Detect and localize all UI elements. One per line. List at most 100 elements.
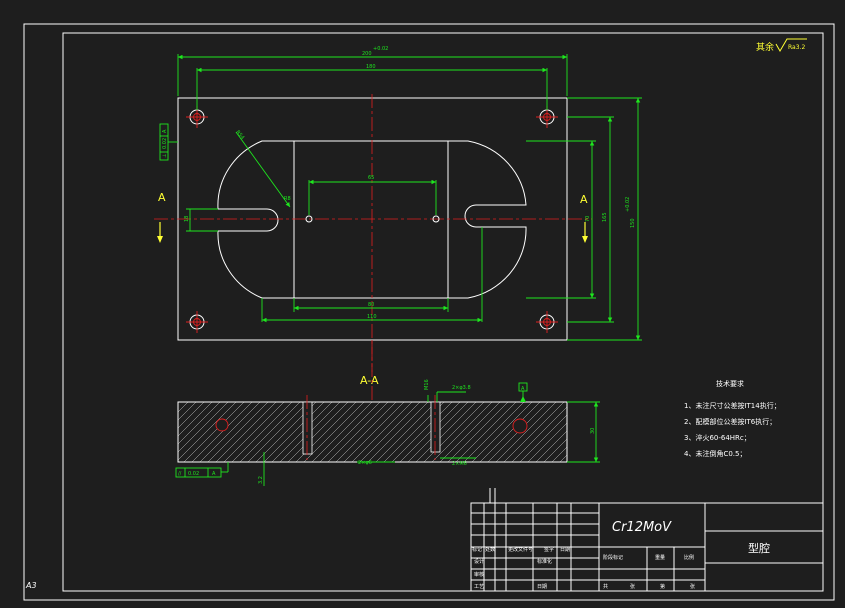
svg-text:2×φ6: 2×φ6 <box>358 460 372 466</box>
hatch-line <box>178 402 197 421</box>
hatch-line <box>178 402 205 429</box>
hatch-line <box>479 402 541 462</box>
svg-text:标记: 标记 <box>472 546 482 553</box>
tech-requirements: 技术要求 1、未注尺寸公差按IT14执行； 2、配模部位公差按IT6执行； 3、… <box>684 379 781 458</box>
hatch-line <box>415 402 477 462</box>
svg-text:Ra3.2: Ra3.2 <box>788 44 805 51</box>
svg-text:3.2: 3.2 <box>258 476 264 484</box>
svg-text:⊥: ⊥ <box>162 154 168 158</box>
svg-text:+0.02: +0.02 <box>625 197 631 212</box>
inner-border <box>62 32 824 592</box>
hatch-line <box>215 402 277 462</box>
top-view: 200 +0.02 180 65 80 110 <box>154 46 642 372</box>
dim-height-total: 150 +0.02 <box>567 97 642 341</box>
hatch-line <box>511 406 567 462</box>
svg-text:设计: 设计 <box>474 558 484 565</box>
dim-overall-width: 200 +0.02 <box>177 46 568 96</box>
svg-text:日期: 日期 <box>560 547 570 553</box>
svg-text:70: 70 <box>585 216 591 222</box>
hatch-line <box>178 402 237 461</box>
svg-text:M16: M16 <box>424 379 430 390</box>
svg-text:标准化: 标准化 <box>537 558 552 565</box>
svg-text:比例: 比例 <box>684 554 694 561</box>
svg-text:65: 65 <box>368 175 374 181</box>
svg-text:180: 180 <box>366 64 376 70</box>
hatch-line <box>503 402 565 462</box>
svg-text:+0.02: +0.02 <box>373 46 388 52</box>
svg-text:日期: 日期 <box>537 584 547 590</box>
svg-text:共: 共 <box>603 583 608 590</box>
dim-radius: R54 R8 <box>234 129 291 208</box>
hatch-line <box>495 402 557 462</box>
svg-text:阶段标记: 阶段标记 <box>603 554 623 561</box>
hatch-line <box>263 402 325 462</box>
svg-text:更改文件号: 更改文件号 <box>508 546 533 553</box>
hatch-line <box>487 402 549 462</box>
hatch-line <box>247 402 309 462</box>
svg-text:签字: 签字 <box>544 546 554 553</box>
svg-text:重量: 重量 <box>655 554 665 561</box>
hatch-line <box>455 402 517 462</box>
svg-text:3、淬火60-64HRc；: 3、淬火60-64HRc； <box>684 433 751 442</box>
hatch-line <box>375 402 437 462</box>
dim-slot-inner: 65 <box>308 175 437 215</box>
hatch-line <box>463 402 525 462</box>
material-label: Cr12MoV <box>612 520 672 535</box>
svg-text:0.02: 0.02 <box>162 138 168 149</box>
cavity-outline <box>217 140 527 299</box>
section-marker-right: A <box>580 193 588 243</box>
hatch-line <box>231 402 293 462</box>
section-flatness-frame: // 0.02 A <box>175 462 229 478</box>
hatch-line <box>527 422 567 462</box>
svg-text:1、未注尺寸公差按IT14执行；: 1、未注尺寸公差按IT14执行； <box>684 401 781 410</box>
svg-text:R8: R8 <box>284 196 291 202</box>
hatch-line <box>543 438 567 462</box>
svg-text:150: 150 <box>630 218 636 228</box>
hatch-line <box>178 402 221 445</box>
hatch-line <box>359 402 421 462</box>
svg-text:处数: 处数 <box>485 546 495 553</box>
hatch-line <box>568 400 638 470</box>
hatch-line <box>439 402 501 462</box>
hatch-line <box>271 402 333 462</box>
sheet-size-label: A3 <box>25 581 37 590</box>
hatch-line <box>191 402 253 462</box>
hatch-line <box>584 400 654 470</box>
svg-text:第: 第 <box>660 583 665 590</box>
svg-text:30: 30 <box>590 428 596 434</box>
svg-text:A: A <box>158 191 166 204</box>
hatch-line <box>327 402 389 462</box>
hatch-line <box>535 430 567 462</box>
section-callout-3: 2×M6 <box>440 457 476 467</box>
dim-height-165: 165 <box>567 116 614 323</box>
hatch-line <box>519 414 567 462</box>
hatch-line <box>616 400 686 470</box>
svg-text:审核: 审核 <box>474 571 484 578</box>
hatch-line <box>223 402 285 462</box>
hatch-line <box>295 402 357 462</box>
pin-hole-right <box>432 215 440 223</box>
hatch-line <box>178 402 213 437</box>
svg-text:技术要求: 技术要求 <box>716 379 744 388</box>
pin-hole-left <box>305 215 313 223</box>
section-marker-left: A <box>157 191 166 243</box>
svg-text:张: 张 <box>690 583 695 590</box>
hatch-line <box>592 400 662 470</box>
svg-text:其余: 其余 <box>756 41 774 53</box>
hatch-line <box>343 402 405 462</box>
hatch-line <box>335 402 397 462</box>
hatch-line <box>178 402 189 413</box>
section-thread-callout: M16 <box>424 379 430 402</box>
hatch-line <box>367 402 429 462</box>
svg-text:18: 18 <box>184 216 190 222</box>
hatch-line <box>431 402 493 462</box>
hatch-line <box>399 402 461 462</box>
hatch-line <box>608 400 678 470</box>
hatch-line <box>391 402 453 462</box>
roughness-symbol: 其余 Ra3.2 <box>756 38 807 53</box>
section-callout-2: 2×φ6 <box>357 460 395 466</box>
svg-text:80: 80 <box>368 302 374 308</box>
svg-text://: // <box>178 471 182 477</box>
svg-text:R54: R54 <box>234 129 245 140</box>
